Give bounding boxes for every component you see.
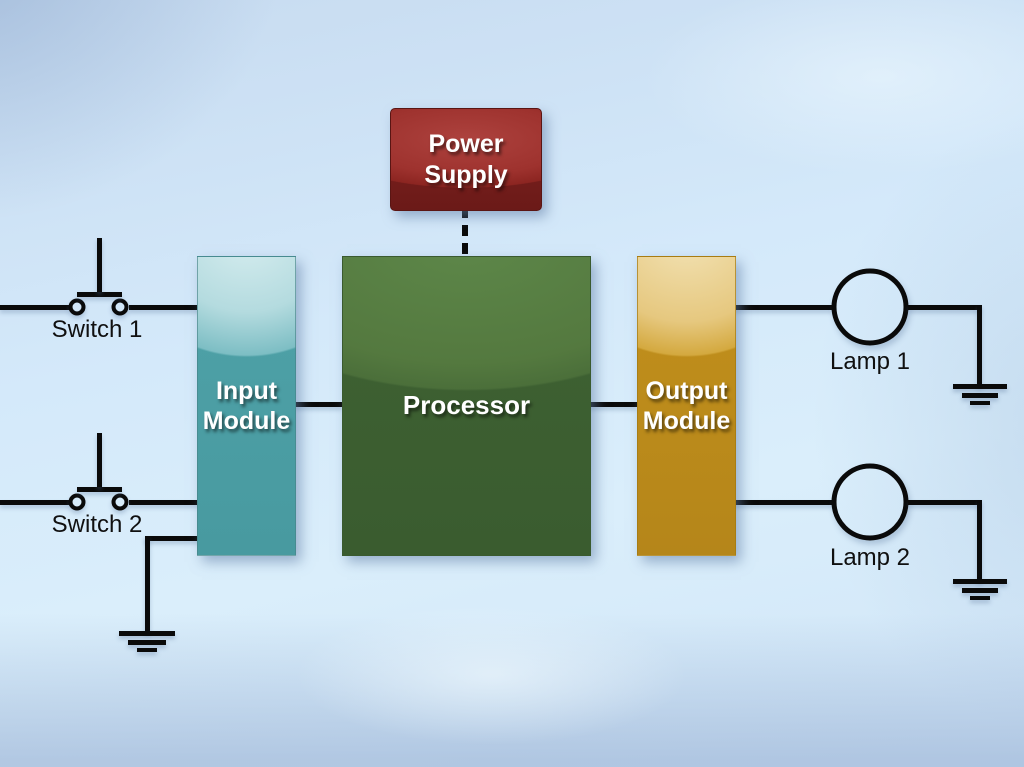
- wire-switch1-right: [129, 305, 245, 310]
- wire-lamp2-right: [908, 500, 980, 505]
- ground-bar-1: [953, 384, 1007, 389]
- switch1-label: Switch 1: [51, 316, 143, 343]
- power-supply-label: Power Supply: [424, 130, 508, 189]
- wire-output-to-lamp2: [685, 500, 833, 505]
- wire-processor-to-output: [589, 402, 637, 407]
- lamp1-icon: [831, 268, 909, 346]
- lamp2-icon: [831, 463, 909, 541]
- processor-label: Processor: [402, 390, 531, 421]
- wire-switch1-left: [0, 305, 70, 310]
- power-supply-block: Power Supply: [390, 108, 542, 211]
- switch1-contact-bar: [77, 292, 122, 297]
- switch2-actuator-stem: [97, 433, 102, 487]
- switch1-actuator-stem: [97, 238, 102, 292]
- ground-bar-3: [970, 401, 990, 405]
- ground-bar-1: [119, 631, 175, 636]
- ground-bar-2: [962, 393, 998, 398]
- switch1-terminal-right-icon: [111, 298, 129, 316]
- ground-bar-3: [970, 596, 990, 600]
- output-module-block: Output Module: [637, 256, 736, 556]
- input-module-block: Input Module: [197, 256, 296, 556]
- switch2-label: Switch 2: [51, 511, 143, 538]
- switch1-terminal-left-icon: [68, 298, 86, 316]
- wire-switch2-right: [129, 500, 245, 505]
- wire-input-ground-vertical: [145, 536, 150, 633]
- ground-bar-1: [953, 579, 1007, 584]
- ground-bar-2: [962, 588, 998, 593]
- wire-output-to-lamp1: [685, 305, 833, 310]
- wire-lamp2-ground-vertical: [977, 500, 982, 582]
- wire-lamp1-right: [908, 305, 980, 310]
- lamp2-label: Lamp 2: [829, 544, 911, 571]
- switch2-contact-bar: [77, 487, 122, 492]
- ground-bar-3: [137, 648, 157, 652]
- ground-bar-2: [128, 640, 166, 645]
- wire-input-to-processor: [294, 402, 342, 407]
- output-module-label: Output Module: [642, 376, 731, 436]
- wire-input-ground-horizontal: [145, 536, 245, 541]
- switch2-terminal-left-icon: [68, 493, 86, 511]
- wire-switch2-left: [0, 500, 70, 505]
- wire-lamp1-ground-vertical: [977, 305, 982, 387]
- switch2-terminal-right-icon: [111, 493, 129, 511]
- processor-block: Processor: [342, 256, 591, 556]
- wire-power-to-processor: [462, 207, 468, 256]
- input-module-label: Input Module: [202, 376, 291, 436]
- lamp1-label: Lamp 1: [829, 348, 911, 375]
